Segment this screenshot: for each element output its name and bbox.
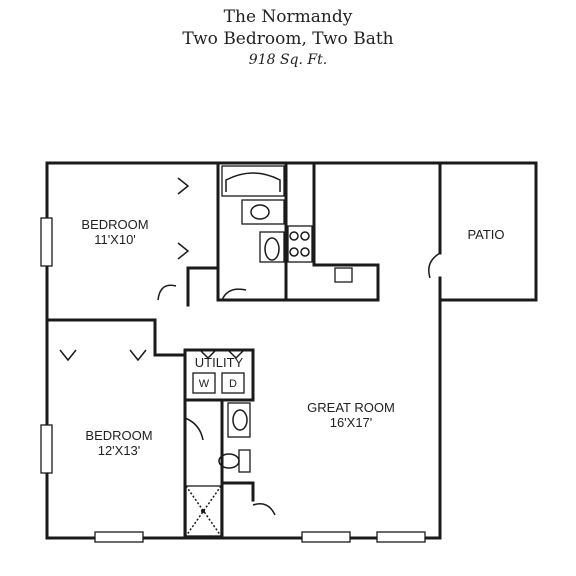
bedroom1-label: BEDROOM (81, 217, 148, 232)
bath1-toilet-tank (259, 231, 285, 263)
stove-burner (289, 247, 299, 257)
stove-burner (300, 231, 310, 241)
bath1-sink (250, 204, 270, 220)
hall-walls (153, 348, 255, 540)
utility-door-right (227, 349, 245, 360)
window-bedroom2 (40, 424, 53, 474)
washer-box (192, 372, 216, 394)
kitchen-sink (334, 267, 353, 283)
shower-drain (201, 509, 205, 513)
plan-name: The Normandy (223, 7, 353, 27)
stove (287, 225, 313, 263)
patio-outline (438, 161, 538, 302)
bedroom1-walls (45, 161, 220, 357)
bathtub-1 (221, 165, 285, 197)
window-bottom-right (376, 531, 426, 543)
dryer-box (221, 372, 245, 394)
kitchen (258, 161, 380, 302)
bath1-toilet (264, 237, 280, 261)
stove-burner (300, 247, 310, 257)
dryer-label: D (229, 378, 237, 390)
bath2-door-swing (252, 503, 276, 516)
plan-area: 918 Sq. Ft. (248, 52, 328, 68)
bath1-walls (216, 161, 288, 302)
great-room-label: GREAT ROOM (307, 400, 395, 415)
bedroom2-door-swing (184, 417, 204, 441)
utility-door-left (199, 349, 217, 360)
patio-door-swing (428, 252, 441, 279)
washer-label: W (199, 378, 210, 390)
bedroom1-size: 11'X10' (94, 232, 136, 247)
plan-type: Two Bedroom, Two Bath (182, 29, 394, 49)
bedroom2-size: 12'X13' (98, 443, 141, 458)
plan-title-block: The Normandy Two Bedroom, Two Bath 918 S… (0, 6, 576, 70)
bath2-sink (232, 409, 248, 431)
window-bottom-left (94, 531, 144, 543)
bedroom2-label: BEDROOM (85, 428, 152, 443)
bath2-toilet-tank (238, 449, 251, 473)
bathtub-1-inner (225, 172, 281, 192)
stove-burner (289, 231, 299, 241)
great-room-size: 16'X17' (330, 415, 373, 430)
bath2-toilet (218, 453, 240, 469)
utility-label: UTILITY (195, 355, 244, 370)
closet-door-bedroom2-right (129, 349, 147, 362)
bath1-sink-counter (241, 199, 285, 225)
closet-door-bedroom2-left (59, 349, 77, 362)
closet-door-bedroom1-bottom (177, 242, 190, 260)
bedroom1-door-swing (157, 284, 177, 301)
patio-label: PATIO (467, 227, 504, 242)
closet-door-bedroom1-top (177, 177, 190, 195)
window-bottom-mid (301, 531, 351, 543)
bath1-door-swing (221, 288, 247, 301)
window-bedroom1 (40, 217, 53, 267)
